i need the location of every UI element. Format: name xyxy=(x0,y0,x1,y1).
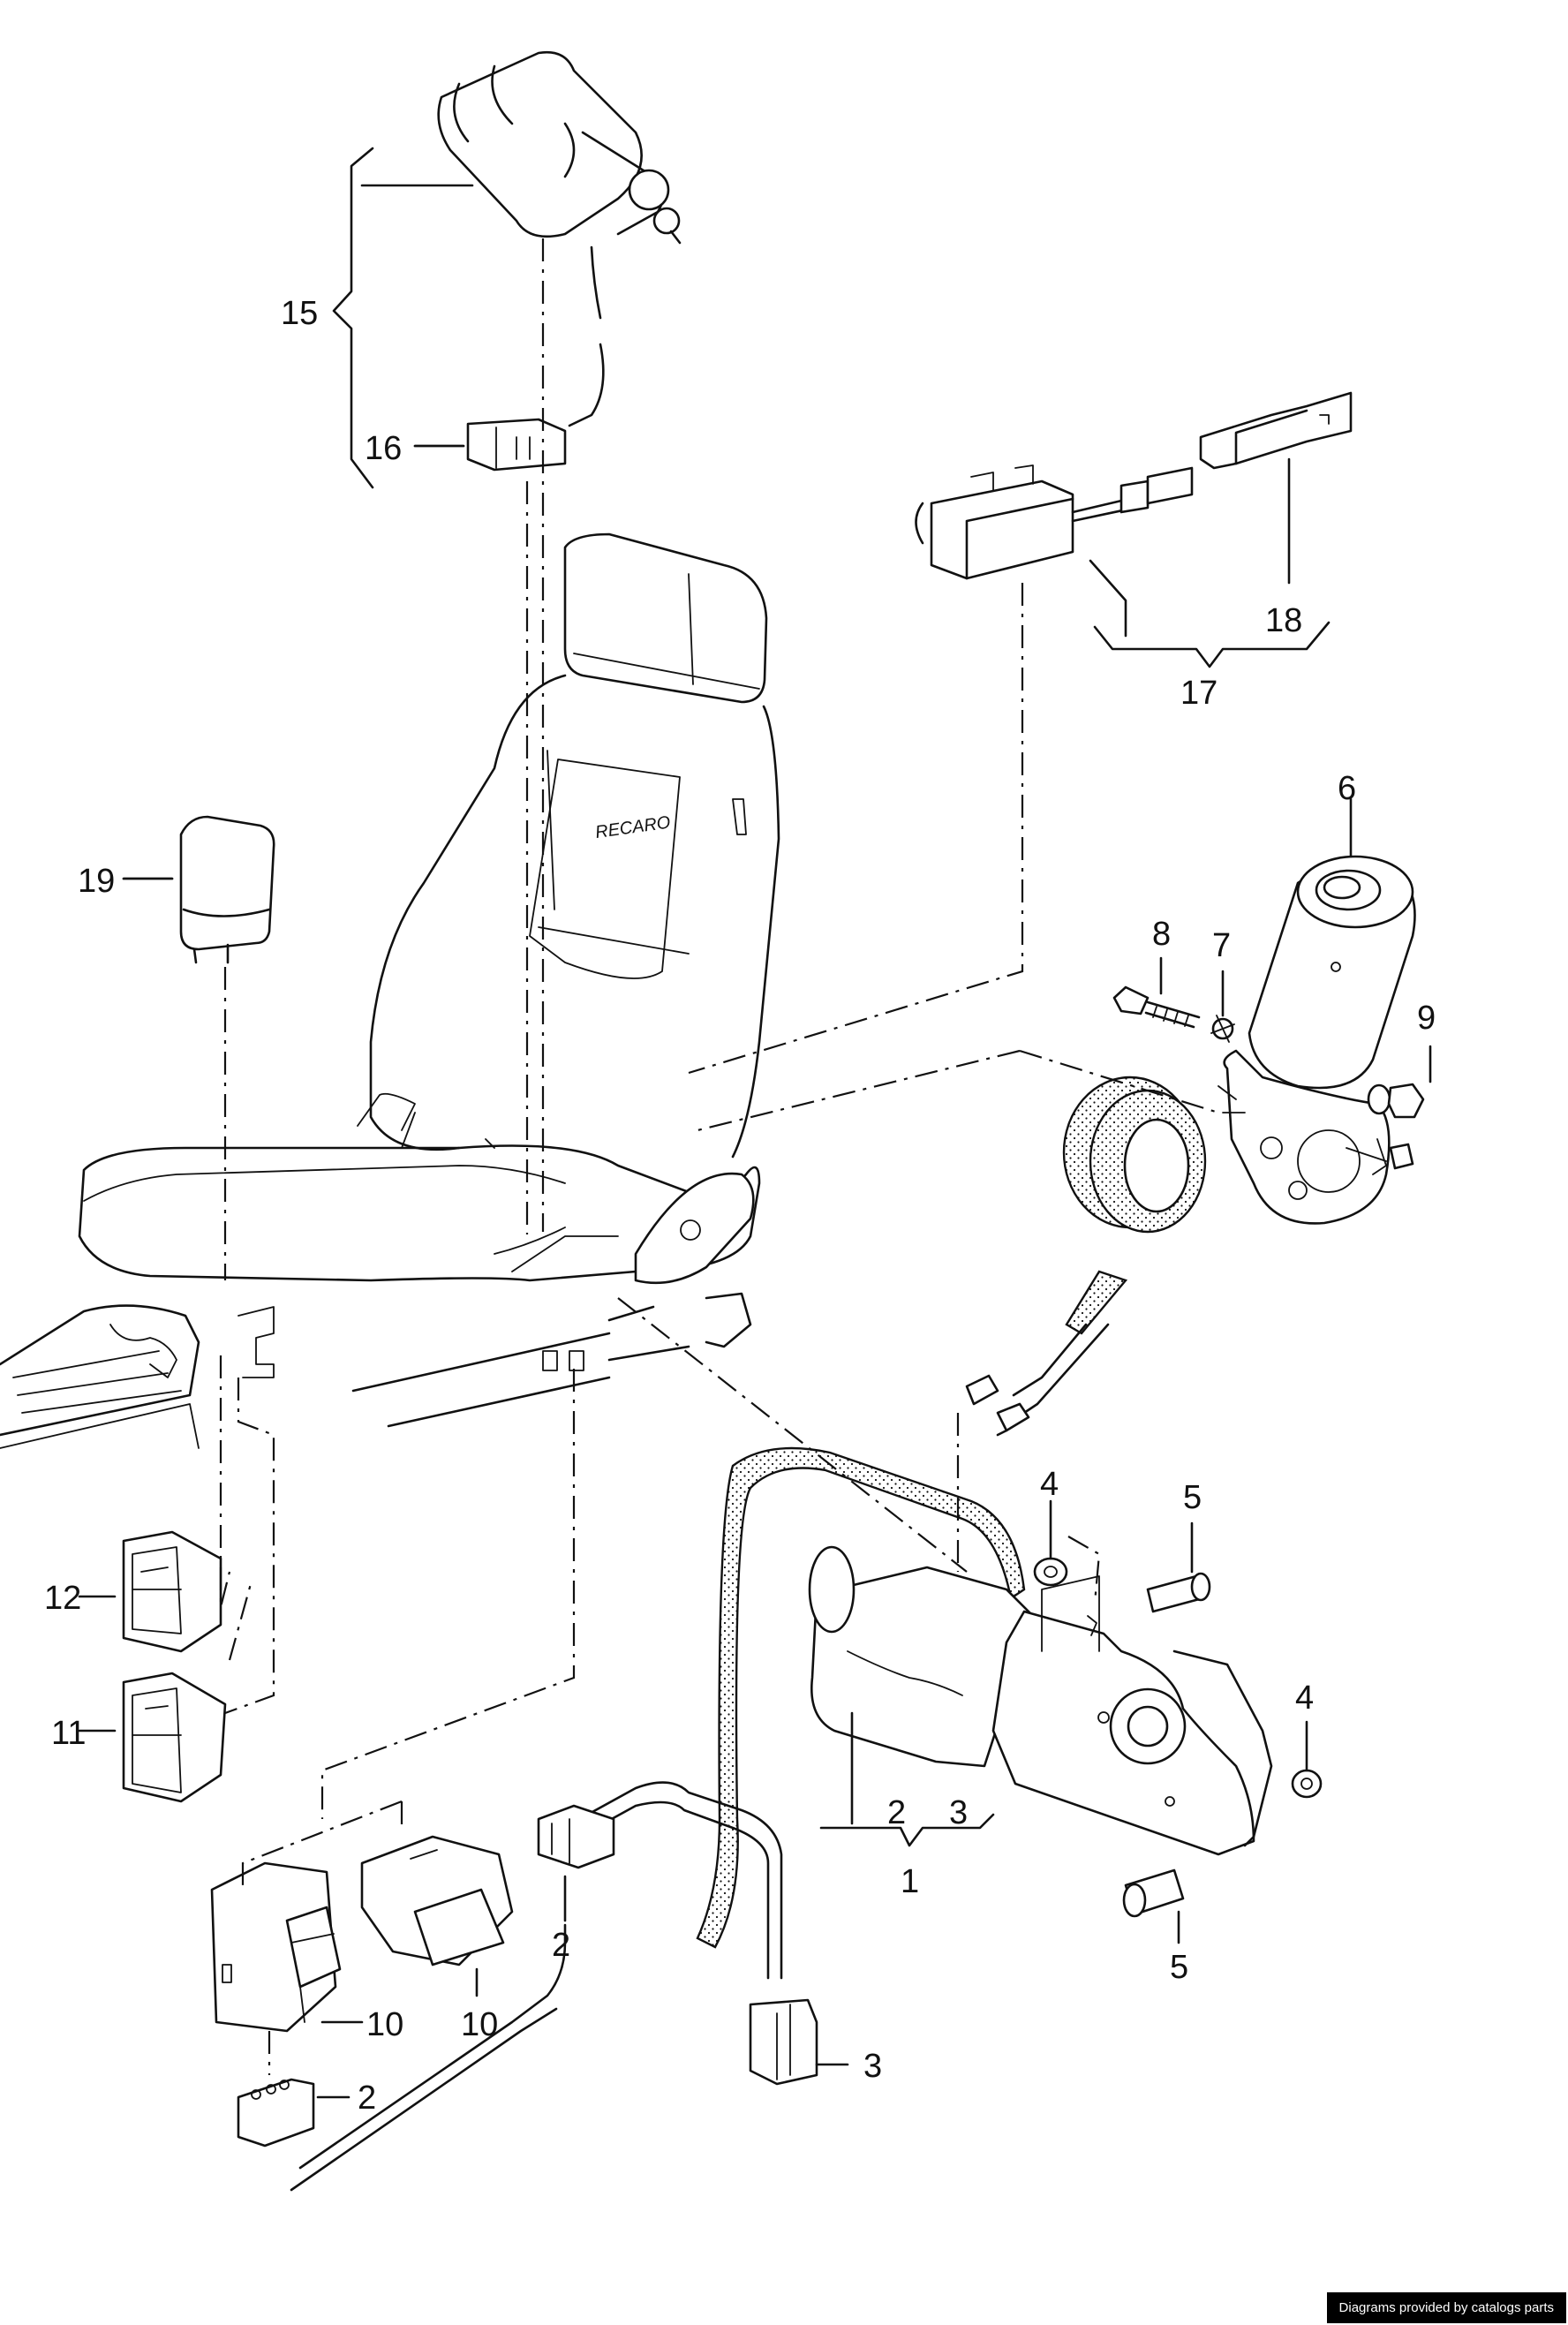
callout-1: 1 xyxy=(901,1863,919,1900)
seat-rails xyxy=(0,1292,752,1449)
callout-4-right: 4 xyxy=(1295,1680,1314,1717)
connector-2-lower xyxy=(237,2078,315,2148)
switch-10-right xyxy=(360,1835,514,1966)
callout-7: 7 xyxy=(1212,927,1231,964)
relay-holder xyxy=(237,1306,275,1378)
credit-badge: Diagrams provided by catalogs parts xyxy=(1326,2292,1566,2323)
motor-1 xyxy=(696,1446,1273,1949)
callout-10-left: 10 xyxy=(366,2006,403,2043)
switch-11 xyxy=(122,1672,227,1803)
leader-lines xyxy=(78,444,1432,2099)
motor-6 xyxy=(1217,855,1416,1225)
callout-12: 12 xyxy=(44,1580,81,1617)
callout-3-lower: 3 xyxy=(863,2048,882,2085)
bolt-8 xyxy=(1112,985,1201,1029)
bracket-15 xyxy=(332,147,474,489)
connector-3-lower xyxy=(749,1998,818,2086)
callout-4-top: 4 xyxy=(1040,1466,1059,1503)
callout-11: 11 xyxy=(51,1715,86,1752)
callout-2-lower: 2 xyxy=(358,2080,376,2117)
callout-19: 19 xyxy=(78,863,115,900)
callout-2-connector: 2 xyxy=(552,1927,570,1964)
wiring-harness xyxy=(290,1781,783,2192)
seat-adjust-motor-15 xyxy=(437,50,682,427)
control-unit-17 xyxy=(915,464,1194,580)
switch-12 xyxy=(122,1530,222,1653)
callout-6: 6 xyxy=(1338,770,1356,807)
callout-5-top: 5 xyxy=(1183,1479,1202,1516)
callout-15: 15 xyxy=(281,295,318,332)
callout-9: 9 xyxy=(1417,1000,1436,1037)
link-lines xyxy=(219,238,1219,2075)
connector-18 xyxy=(1199,391,1353,470)
washer-7 xyxy=(1210,1015,1235,1043)
seat-brand-label: RECARO xyxy=(594,812,672,842)
connector-16 xyxy=(466,418,567,472)
callout-2-motor: 2 xyxy=(887,1794,906,1831)
cable-coil xyxy=(965,1076,1207,1437)
nut-9 xyxy=(1367,1083,1425,1119)
callout-labels: 15 16 18 17 19 6 8 7 9 4 5 4 5 2 3 1 12 … xyxy=(44,295,1436,2117)
callout-16: 16 xyxy=(365,430,402,467)
callout-8: 8 xyxy=(1152,916,1171,953)
relay-19 xyxy=(122,815,275,964)
screw-5 xyxy=(1122,1572,1211,1918)
callout-17: 17 xyxy=(1180,675,1217,712)
callout-5-bottom: 5 xyxy=(1170,1949,1188,1986)
switch-10-left xyxy=(210,1861,342,2033)
callout-3-motor: 3 xyxy=(949,1794,968,1831)
callout-18: 18 xyxy=(1265,602,1302,639)
callout-10-right: 10 xyxy=(461,2006,498,2043)
bracket-17 xyxy=(1089,559,1331,668)
connector-2-upper xyxy=(537,1804,615,1869)
